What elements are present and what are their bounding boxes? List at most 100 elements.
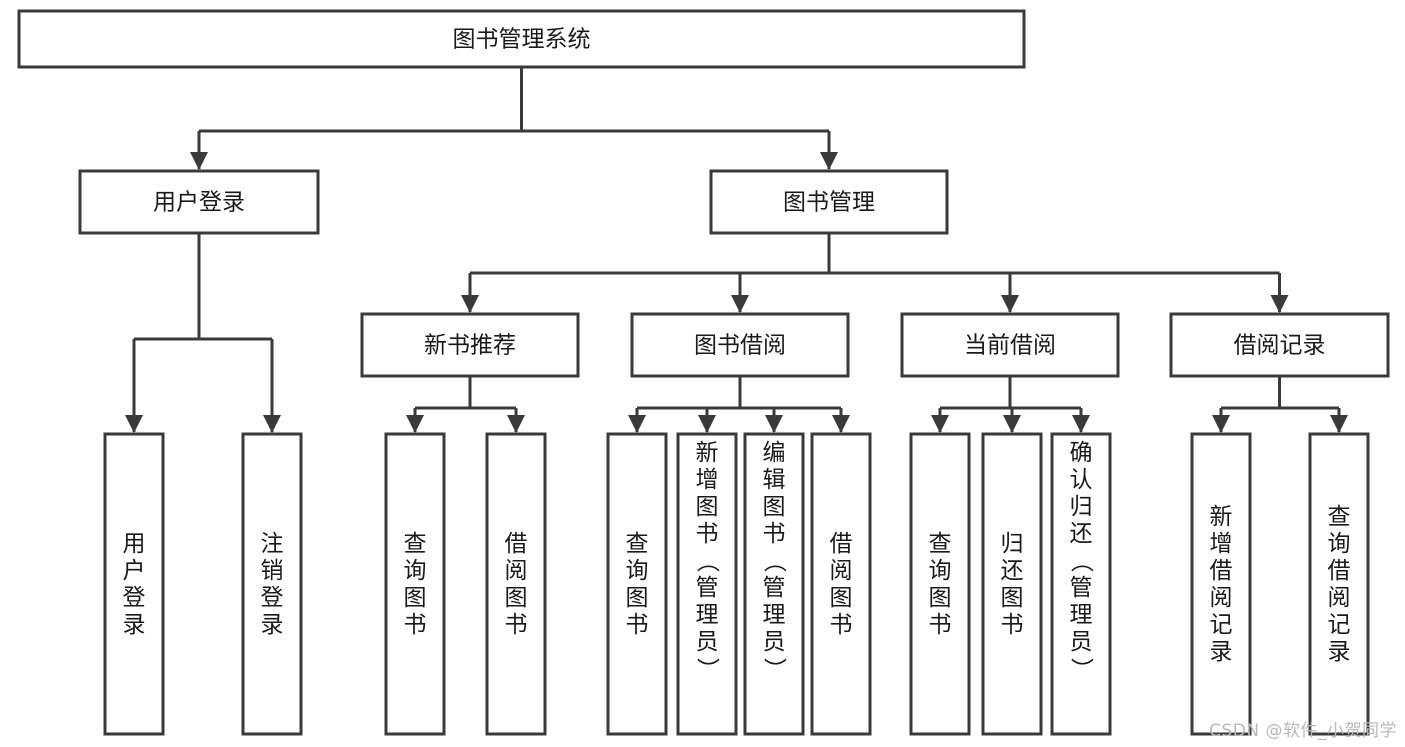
arrow-head-icon: [698, 415, 716, 433]
arrow-head-icon: [1001, 295, 1019, 313]
arrow-head-icon: [190, 152, 208, 170]
node-label-char: 图: [696, 494, 719, 520]
node-book-manage[interactable]: 图书管理: [709, 169, 949, 235]
node-label-char: 增: [696, 467, 719, 493]
node-label-char: 查: [626, 531, 649, 557]
node-box: [709, 169, 949, 235]
arrow-head-icon: [507, 415, 525, 433]
node-label-char: 询: [929, 558, 952, 584]
node-leaf-user-login[interactable]: 用户登录: [103, 432, 165, 736]
node-label-char: 员: [763, 629, 786, 655]
node-label: 图书借阅: [694, 333, 786, 359]
node-label-char: 编: [763, 440, 786, 466]
node-book-borrow[interactable]: 图书借阅: [630, 312, 850, 378]
node-root[interactable]: 图书管理系统: [17, 9, 1026, 69]
node-label-char: 借: [830, 531, 853, 557]
node-label-char: 管: [696, 575, 719, 601]
node-label-char: 阅: [1210, 585, 1233, 611]
node-label-char: 借: [1210, 558, 1233, 584]
node-label: 用户登录: [153, 190, 245, 216]
arrow-head-icon: [1270, 295, 1289, 313]
node-label-char: 理: [696, 602, 719, 628]
node-label-char: 新: [1210, 504, 1233, 530]
node-user-login[interactable]: 用户登录: [78, 169, 320, 235]
node-label-char: 登: [123, 585, 146, 611]
arrow-head-icon: [263, 415, 281, 433]
node-box: [360, 312, 580, 378]
node-label-char: 借: [1328, 558, 1351, 584]
node-borrow-record[interactable]: 借阅记录: [1169, 312, 1390, 378]
node-label-char: （: [761, 550, 787, 573]
node-label-char: 阅: [830, 558, 853, 584]
node-label: 新书推荐: [424, 333, 516, 359]
arrow-head-icon: [1072, 415, 1090, 433]
node-label-char: 管: [1070, 575, 1093, 601]
node-label-char: 认: [1070, 467, 1093, 493]
node-label-char: ）: [761, 658, 787, 681]
node-label-char: 询: [626, 558, 649, 584]
arrow-head-icon: [731, 295, 749, 313]
node-box: [909, 432, 971, 736]
node-label-char: 图: [830, 585, 853, 611]
node-current-borrow[interactable]: 当前借阅: [900, 312, 1120, 378]
node-label-char: 书: [626, 612, 649, 638]
node-label: 图书管理: [783, 190, 875, 216]
node-label-char: 查: [404, 531, 427, 557]
node-label-char: 查: [929, 531, 952, 557]
node-label: 当前借阅: [964, 333, 1056, 359]
node-label-char: 理: [763, 602, 786, 628]
node-box: [1169, 312, 1390, 378]
node-box: [630, 312, 850, 378]
node-label-char: 登: [261, 585, 284, 611]
node-label-char: 管: [763, 575, 786, 601]
node-label-char: 书: [505, 612, 528, 638]
arrow-head-icon: [125, 415, 143, 433]
node-label-char: 新: [696, 440, 719, 466]
node-new-book-rec[interactable]: 新书推荐: [360, 312, 580, 378]
node-label-char: 书: [929, 612, 952, 638]
node-box: [103, 432, 165, 736]
node-label-char: 还: [1001, 558, 1024, 584]
node-box: [78, 169, 320, 235]
node-label-char: （: [1068, 550, 1094, 573]
node-box: [1050, 432, 1112, 736]
node-box: [981, 432, 1043, 736]
arrow-head-icon: [461, 295, 479, 313]
node-label-char: 书: [1001, 612, 1024, 638]
watermark-text: CSDN @软件_小贺同学: [1209, 721, 1397, 741]
node-label-char: 理: [1070, 602, 1093, 628]
arrow-head-icon: [832, 415, 850, 433]
node-label-char: 图: [626, 585, 649, 611]
node-label-char: 增: [1210, 531, 1233, 557]
node-label-char: 户: [123, 558, 146, 584]
arrow-head-icon: [628, 415, 646, 433]
node-box: [384, 432, 446, 736]
node-label-char: 录: [261, 612, 284, 638]
node-label-char: ）: [1068, 658, 1094, 681]
node-box: [1308, 432, 1370, 736]
node-label-char: 归: [1070, 494, 1093, 520]
node-box: [810, 432, 872, 736]
node-label-char: 销: [261, 558, 284, 584]
node-label-char: 录: [1328, 639, 1351, 665]
node-box: [676, 432, 738, 736]
node-label-char: 图: [763, 494, 786, 520]
arrow-head-icon: [406, 415, 424, 433]
node-boxes: 图书管理系统用户登录图书管理新书推荐图书借阅当前借阅借阅记录用户登录注销登录查询…: [17, 9, 1390, 736]
node-label-char: 归: [1001, 531, 1024, 557]
arrow-head-icon: [931, 415, 949, 433]
